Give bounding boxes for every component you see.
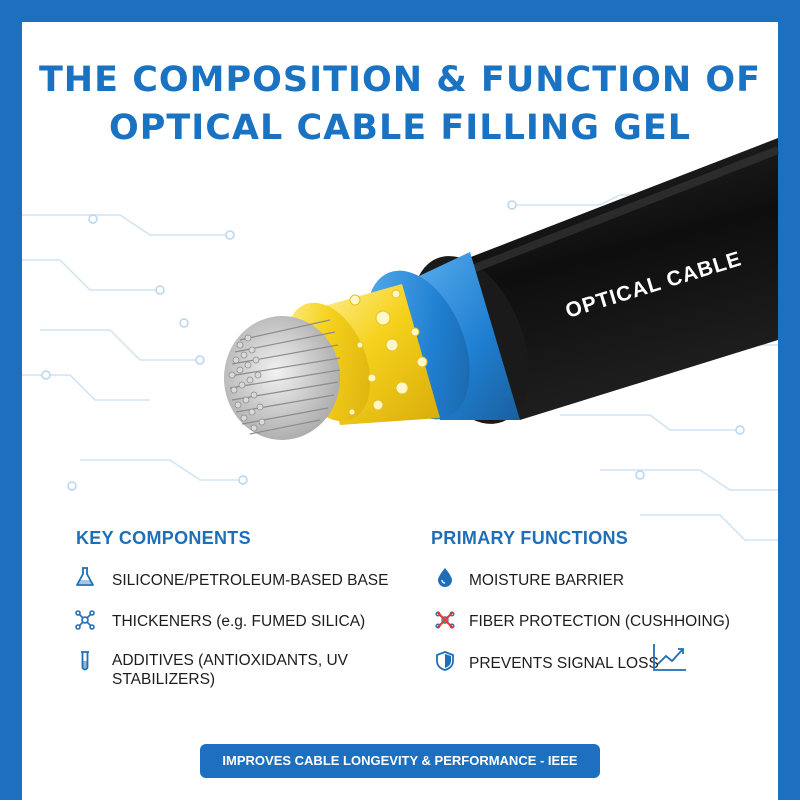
cable-jacket	[458, 138, 778, 420]
component-additives-line-2: STABILIZERS)	[112, 671, 216, 688]
function-moisture: MOISTURE BARRIER	[469, 572, 625, 589]
flask-icon	[76, 567, 94, 586]
fiber-crossed-icon	[435, 611, 455, 629]
test-tube-icon	[81, 651, 89, 671]
component-additives-line-1: ADDITIVES (ANTIOXIDANTS, UV	[112, 652, 348, 669]
component-thickeners: THICKENERS (e.g. FUMED SILICA)	[112, 613, 366, 630]
gel-droplets	[348, 289, 428, 416]
function-signal-loss: PREVENTS SIGNAL LOSS	[469, 655, 659, 672]
functions-heading: PRIMARY FUNCTIONS	[431, 528, 629, 548]
component-base: SILICONE/PETROLEUM-BASED BASE	[112, 572, 389, 589]
shield-icon	[436, 651, 454, 671]
fiber-ends	[228, 334, 266, 432]
function-fiber-protection: FIBER PROTECTION (CUSHHOING)	[469, 613, 730, 630]
components-heading: KEY COMPONENTS	[76, 528, 251, 548]
footer-banner: IMPROVES CABLE LONGEVITY & PERFORMANCE -…	[200, 744, 600, 802]
fiber-strands	[229, 319, 341, 435]
trend-chart-icon	[653, 644, 686, 671]
title-line-1: THE COMPOSITION & FUNCTION OF	[38, 60, 762, 100]
molecule-icon	[75, 610, 95, 630]
title-line-2: OPTICAL CABLE FILLING GEL	[108, 108, 692, 148]
water-drop-icon	[438, 568, 452, 587]
